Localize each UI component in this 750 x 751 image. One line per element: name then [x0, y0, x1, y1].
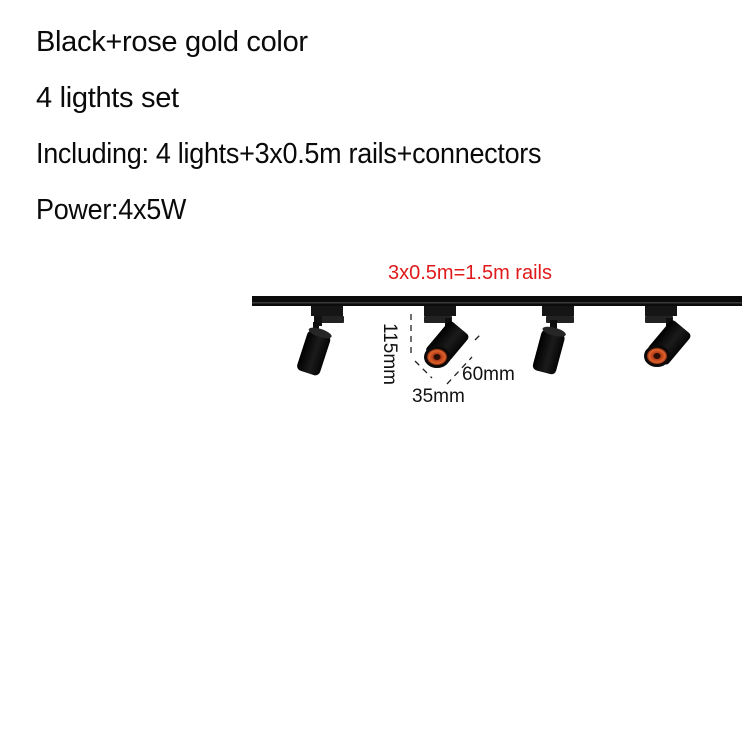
- spotlight-2: [424, 306, 469, 368]
- rail-length-caption: 3x0.5m=1.5m rails: [388, 262, 552, 284]
- spotlight-1: [297, 306, 344, 376]
- dimension-guides: [410, 314, 483, 385]
- spotlight-4: [644, 306, 691, 367]
- dimension-diameter-label: 35mm: [412, 386, 465, 407]
- spec-set-count: 4 ligthts set: [36, 82, 179, 114]
- dimension-height-label: 115mm: [378, 323, 400, 385]
- dimension-length-label: 60mm: [462, 364, 515, 385]
- spotlight-3: [532, 306, 574, 375]
- spec-power: Power:4x5W: [36, 194, 187, 226]
- spec-color: Black+rose gold color: [36, 26, 308, 58]
- spec-contents: Including: 4 lights+3x0.5m rails+connect…: [36, 138, 542, 170]
- track-rail: [252, 296, 742, 306]
